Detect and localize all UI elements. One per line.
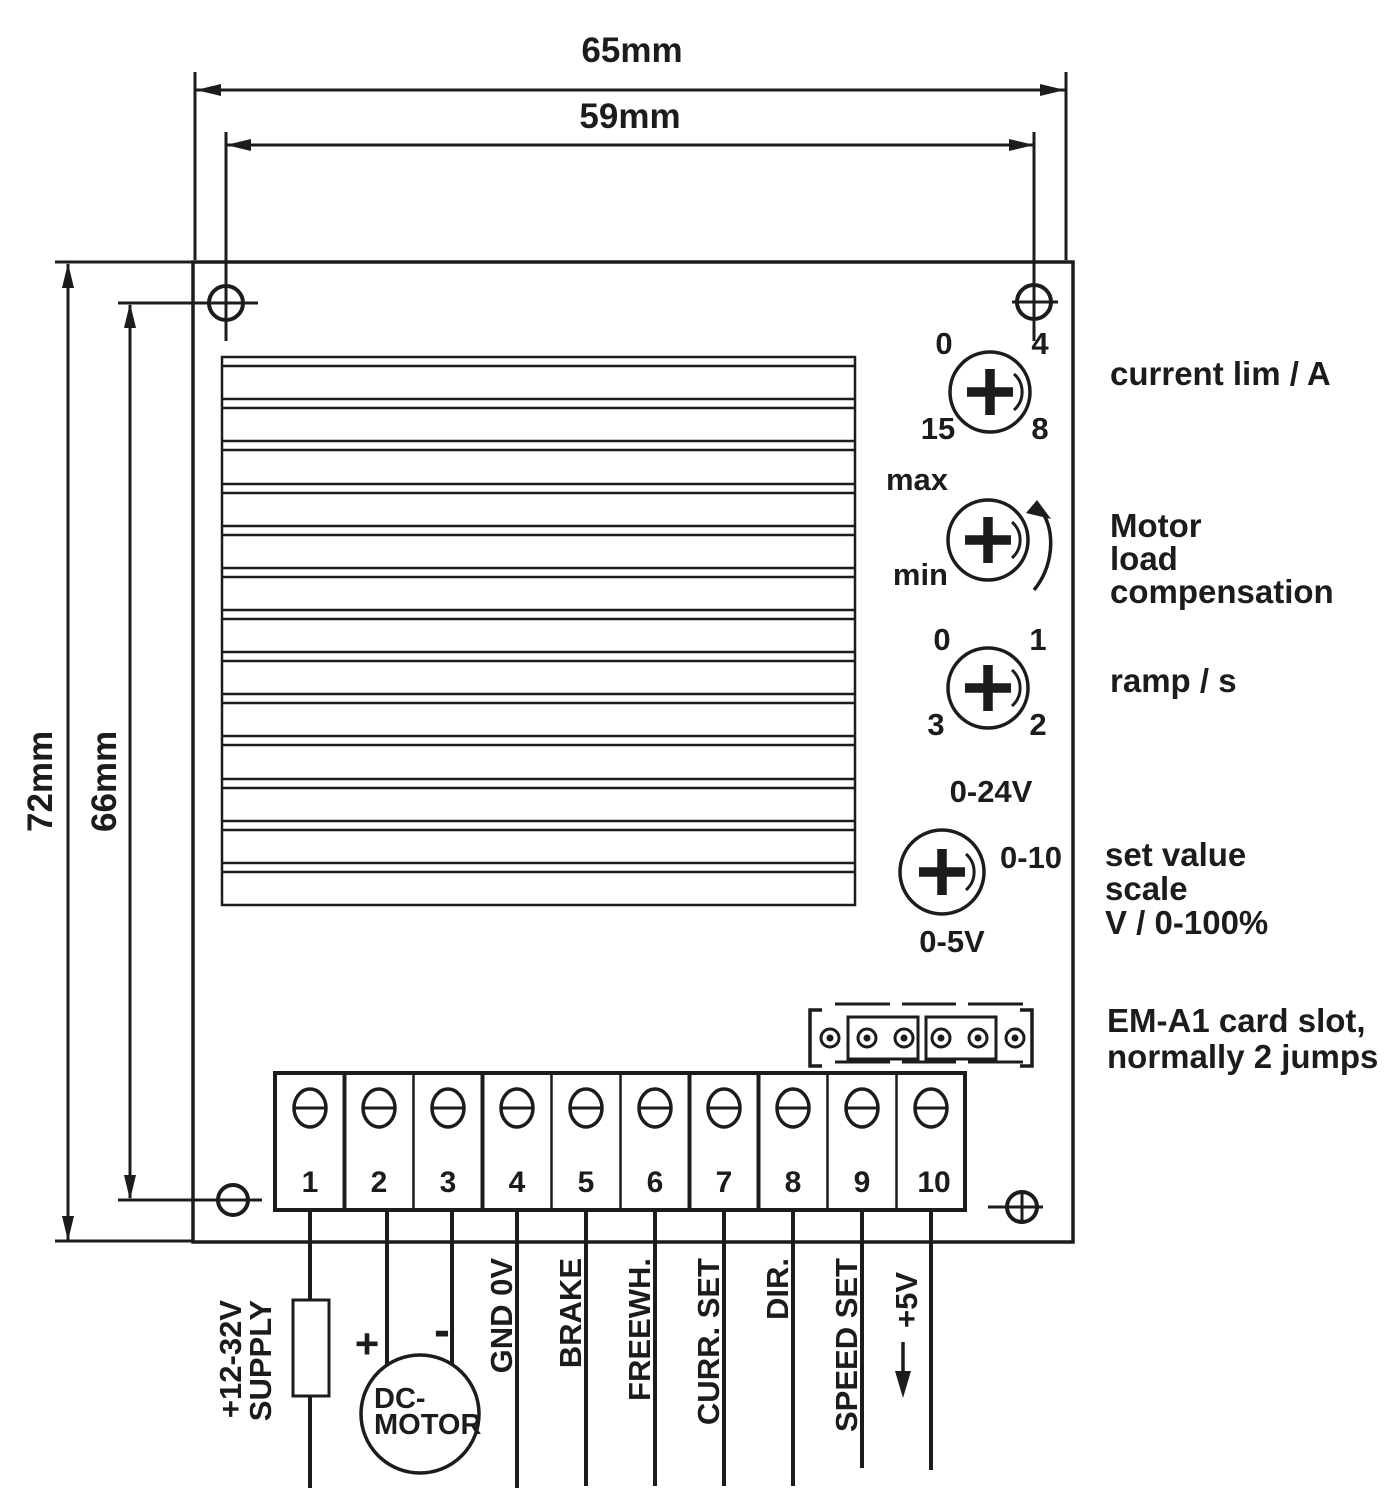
rotate-arrowhead-icon <box>1026 500 1051 519</box>
terminal-number: 2 <box>371 1166 388 1199</box>
mounting-hole-bottom-left <box>118 1183 262 1217</box>
motor-circle <box>359 1353 481 1475</box>
motor-plus-sign: + <box>355 1320 380 1367</box>
pot-notch-icon <box>1010 668 1022 708</box>
terminal-number: 9 <box>854 1166 871 1199</box>
pot-load-compensation: max min <box>886 462 1053 592</box>
5v-down-arrow-icon <box>895 1342 911 1398</box>
pot-scale-label: max <box>886 462 949 497</box>
pot-current-limit-label: current lim / A <box>1110 355 1331 392</box>
card-slot <box>808 1002 1034 1068</box>
pot-scale-label: 4 <box>1031 326 1049 361</box>
wire-label-brake: BRAKE <box>553 1258 588 1368</box>
terminal-block: 1 2 3 4 5 6 7 8 9 10 <box>273 1071 967 1212</box>
supply-label: SUPPLY <box>243 1300 278 1422</box>
pot-notch-icon <box>964 852 976 892</box>
terminal-screws <box>292 1087 949 1129</box>
pot-scale-label: 0 <box>935 326 952 361</box>
dimension-height-outer: 72mm <box>21 260 192 1243</box>
pot-body <box>946 646 1030 730</box>
pot-scale-label: 2 <box>1029 707 1046 742</box>
terminal-number: 6 <box>647 1166 664 1199</box>
dimension-width-outer: 65mm <box>193 31 1068 260</box>
wire-label-freewheel: FREEWH. <box>622 1258 657 1401</box>
pot-body <box>898 828 986 916</box>
pot-scale-label: 3 <box>927 707 944 742</box>
jumper-2 <box>924 1015 998 1061</box>
supply-label: +12-32V <box>213 1300 248 1418</box>
heatsink <box>220 355 857 907</box>
heatsink-fins <box>222 364 855 874</box>
rotate-arrow-icon <box>1032 510 1053 592</box>
wire-label-gnd: GND 0V <box>484 1258 519 1374</box>
terminal-number: 1 <box>302 1166 319 1199</box>
pot-body <box>948 350 1032 434</box>
fuse <box>291 1298 331 1398</box>
terminal-number: 5 <box>578 1166 595 1199</box>
motor-minus-sign: - <box>434 1304 450 1357</box>
arrow-left-icon <box>196 84 221 96</box>
pot-scale-label: 0 <box>933 622 950 657</box>
arrow-right-icon <box>1040 84 1065 96</box>
card-slot-pins <box>819 1027 1026 1049</box>
terminal-numbers: 1 2 3 4 5 6 7 8 9 10 <box>302 1166 951 1199</box>
pot-load-compensation-label: load <box>1110 540 1178 577</box>
motor-label: MOTOR <box>374 1409 481 1441</box>
pot-scale-label: 0-24V <box>950 774 1033 809</box>
bracket-left-icon <box>808 1008 822 1068</box>
motor-label: DC- <box>374 1383 426 1415</box>
arrow-down-icon <box>124 1175 136 1200</box>
dc-motor: DC- MOTOR <box>359 1353 481 1475</box>
dimension-height-outer-label: 72mm <box>21 731 60 832</box>
pot-ramp-label: ramp / s <box>1110 662 1237 699</box>
arrow-left-icon <box>226 139 251 151</box>
mounting-hole-top-right <box>1012 132 1058 341</box>
pot-scale-label: min <box>893 557 948 592</box>
pot-scale-label: 15 <box>921 411 955 446</box>
dimension-width-outer-label: 65mm <box>581 31 682 70</box>
wire-label-5v: +5V <box>889 1272 924 1328</box>
wire-label-speed-set: SPEED SET <box>829 1258 864 1432</box>
terminal-number: 7 <box>716 1166 733 1199</box>
pot-set-value-label: scale <box>1105 870 1188 907</box>
bracket-right-icon <box>1020 1008 1034 1068</box>
pot-set-value-label: set value <box>1105 836 1246 873</box>
arrow-up-icon <box>124 303 136 328</box>
wire-label-current-set: CURR. SET <box>691 1258 726 1425</box>
dimension-width-inner: 59mm <box>226 97 1034 151</box>
jumper-1 <box>846 1015 920 1061</box>
wiring: +12-32V SUPPLY DC- MOTOR + - GND 0V BRAK… <box>213 1210 933 1488</box>
pot-current-limit: 0 4 15 8 <box>921 326 1050 446</box>
dimension-height-inner: 66mm <box>85 303 136 1200</box>
pot-set-value-label: V / 0-100% <box>1105 904 1268 941</box>
card-slot-label: normally 2 jumps <box>1107 1038 1378 1075</box>
pot-ramp: 0 1 3 2 <box>927 622 1046 742</box>
pot-scale-label: 8 <box>1031 411 1048 446</box>
arrow-up-icon <box>62 263 74 288</box>
dimension-height-inner-label: 66mm <box>85 731 124 832</box>
terminal-number: 3 <box>440 1166 457 1199</box>
arrow-right-icon <box>1009 139 1034 151</box>
board-outline <box>191 260 1075 1244</box>
mounting-hole-bottom-right <box>988 1190 1043 1224</box>
pot-notch-icon <box>1012 372 1024 412</box>
wire-label-direction: DIR. <box>760 1258 795 1320</box>
terminal-number: 8 <box>785 1166 802 1199</box>
pot-load-compensation-label: Motor <box>1110 507 1202 544</box>
card-slot-label: EM-A1 card slot, <box>1107 1002 1366 1039</box>
heatsink-frame <box>220 355 857 907</box>
terminal-number: 4 <box>509 1166 526 1199</box>
pot-load-compensation-label: compensation <box>1110 573 1334 610</box>
pot-scale-label: 0-10 <box>1000 840 1062 875</box>
pot-set-value-scale: 0-24V 0-10 0-5V <box>898 774 1062 959</box>
mounting-hole-top-left <box>118 132 258 341</box>
pot-scale-label: 1 <box>1029 622 1046 657</box>
pot-body <box>946 498 1030 582</box>
arrow-down-icon <box>62 1216 74 1241</box>
pot-scale-label: 0-5V <box>919 924 985 959</box>
terminal-number: 10 <box>917 1166 950 1199</box>
pot-notch-icon <box>1010 520 1022 560</box>
dimension-width-inner-label: 59mm <box>579 97 680 136</box>
